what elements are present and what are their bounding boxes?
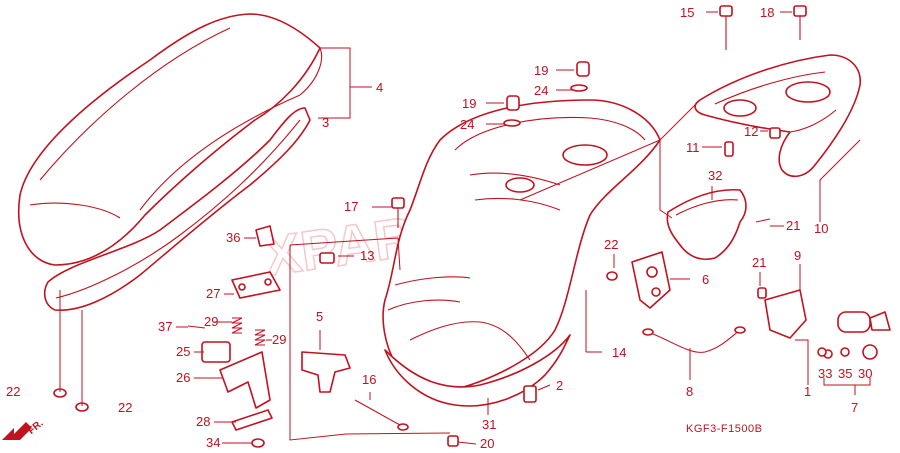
bolt-part-16 bbox=[354, 399, 409, 431]
callout-24-upper: 24 bbox=[534, 83, 548, 98]
callout-18: 18 bbox=[760, 5, 774, 20]
callout-22-mid: 22 bbox=[604, 237, 618, 252]
diagram-code: KGF3-F1500B bbox=[686, 423, 762, 435]
callout-31: 31 bbox=[482, 417, 496, 432]
front-direction-arrow: FR. bbox=[2, 418, 46, 440]
callout-33: 33 bbox=[818, 366, 832, 381]
bracket-part-26 bbox=[219, 351, 271, 409]
callout-21-upper: 21 bbox=[786, 218, 800, 233]
callout-16: 16 bbox=[362, 372, 376, 387]
bracket-part-5 bbox=[301, 351, 351, 393]
callout-32: 32 bbox=[708, 168, 722, 183]
callout-24-lower: 24 bbox=[460, 117, 474, 132]
seat-base-part-3 bbox=[43, 107, 311, 311]
callout-17: 17 bbox=[344, 199, 358, 214]
luggage-box-part-14 bbox=[382, 99, 661, 391]
fasteners bbox=[53, 5, 827, 448]
callout-19-lower: 19 bbox=[462, 96, 476, 111]
callout-30: 30 bbox=[858, 366, 872, 381]
callout-8: 8 bbox=[686, 384, 693, 399]
callout-21-lower: 21 bbox=[752, 255, 766, 270]
callout-3: 3 bbox=[322, 115, 329, 130]
callout-5: 5 bbox=[316, 309, 323, 324]
carrier-hole-lower bbox=[723, 99, 757, 117]
callout-22-left: 22 bbox=[6, 384, 20, 399]
callout-10: 10 bbox=[814, 221, 828, 236]
callout-34: 34 bbox=[206, 435, 220, 450]
seat-lock-part-9 bbox=[764, 289, 807, 339]
callout-37: 37 bbox=[158, 319, 172, 334]
callout-11: 11 bbox=[686, 140, 700, 155]
rear-carrier-part-10 bbox=[694, 54, 861, 178]
plate-part-28 bbox=[231, 409, 273, 431]
leader-lines bbox=[59, 11, 871, 445]
callout-22-right: 22 bbox=[118, 400, 132, 415]
box-opening-small bbox=[505, 177, 535, 193]
callout-36: 36 bbox=[226, 230, 240, 245]
hinge-part-27 bbox=[231, 271, 281, 299]
actuator-part-25 bbox=[201, 341, 231, 363]
key-cylinder-part-7 bbox=[823, 311, 891, 360]
callout-13: 13 bbox=[360, 248, 374, 263]
carrier-hole-upper bbox=[785, 81, 831, 103]
callout-29-right: 29 bbox=[272, 332, 286, 347]
box-opening bbox=[562, 144, 608, 166]
callout-4: 4 bbox=[376, 80, 383, 95]
callout-7: 7 bbox=[851, 400, 858, 415]
callout-14: 14 bbox=[612, 345, 626, 360]
arrow-icon bbox=[2, 422, 32, 440]
callout-19-upper: 19 bbox=[534, 63, 548, 78]
callout-28: 28 bbox=[196, 414, 210, 429]
direction-label: FR. bbox=[26, 418, 46, 437]
callout-15: 15 bbox=[680, 5, 694, 20]
callout-2: 2 bbox=[556, 378, 563, 393]
seat-part-4 bbox=[18, 13, 323, 266]
callout-1: 1 bbox=[804, 384, 811, 399]
callout-25: 25 bbox=[176, 344, 190, 359]
callout-9: 9 bbox=[794, 248, 801, 263]
callout-27: 27 bbox=[206, 286, 220, 301]
cable-part-8 bbox=[642, 326, 746, 353]
seat-latch-part-6 bbox=[631, 251, 671, 309]
springs-part-29 bbox=[231, 317, 266, 346]
cover-part-32 bbox=[666, 188, 747, 261]
callout-12: 12 bbox=[744, 124, 758, 139]
callout-26: 26 bbox=[176, 370, 190, 385]
callout-29-left: 29 bbox=[204, 314, 218, 329]
callout-6: 6 bbox=[702, 272, 709, 287]
callout-20: 20 bbox=[480, 436, 494, 451]
clip-part-36 bbox=[255, 225, 275, 247]
callout-labels: 4 3 22 22 36 27 37 29 29 25 26 28 34 5 1… bbox=[6, 5, 872, 451]
callout-35: 35 bbox=[838, 366, 852, 381]
